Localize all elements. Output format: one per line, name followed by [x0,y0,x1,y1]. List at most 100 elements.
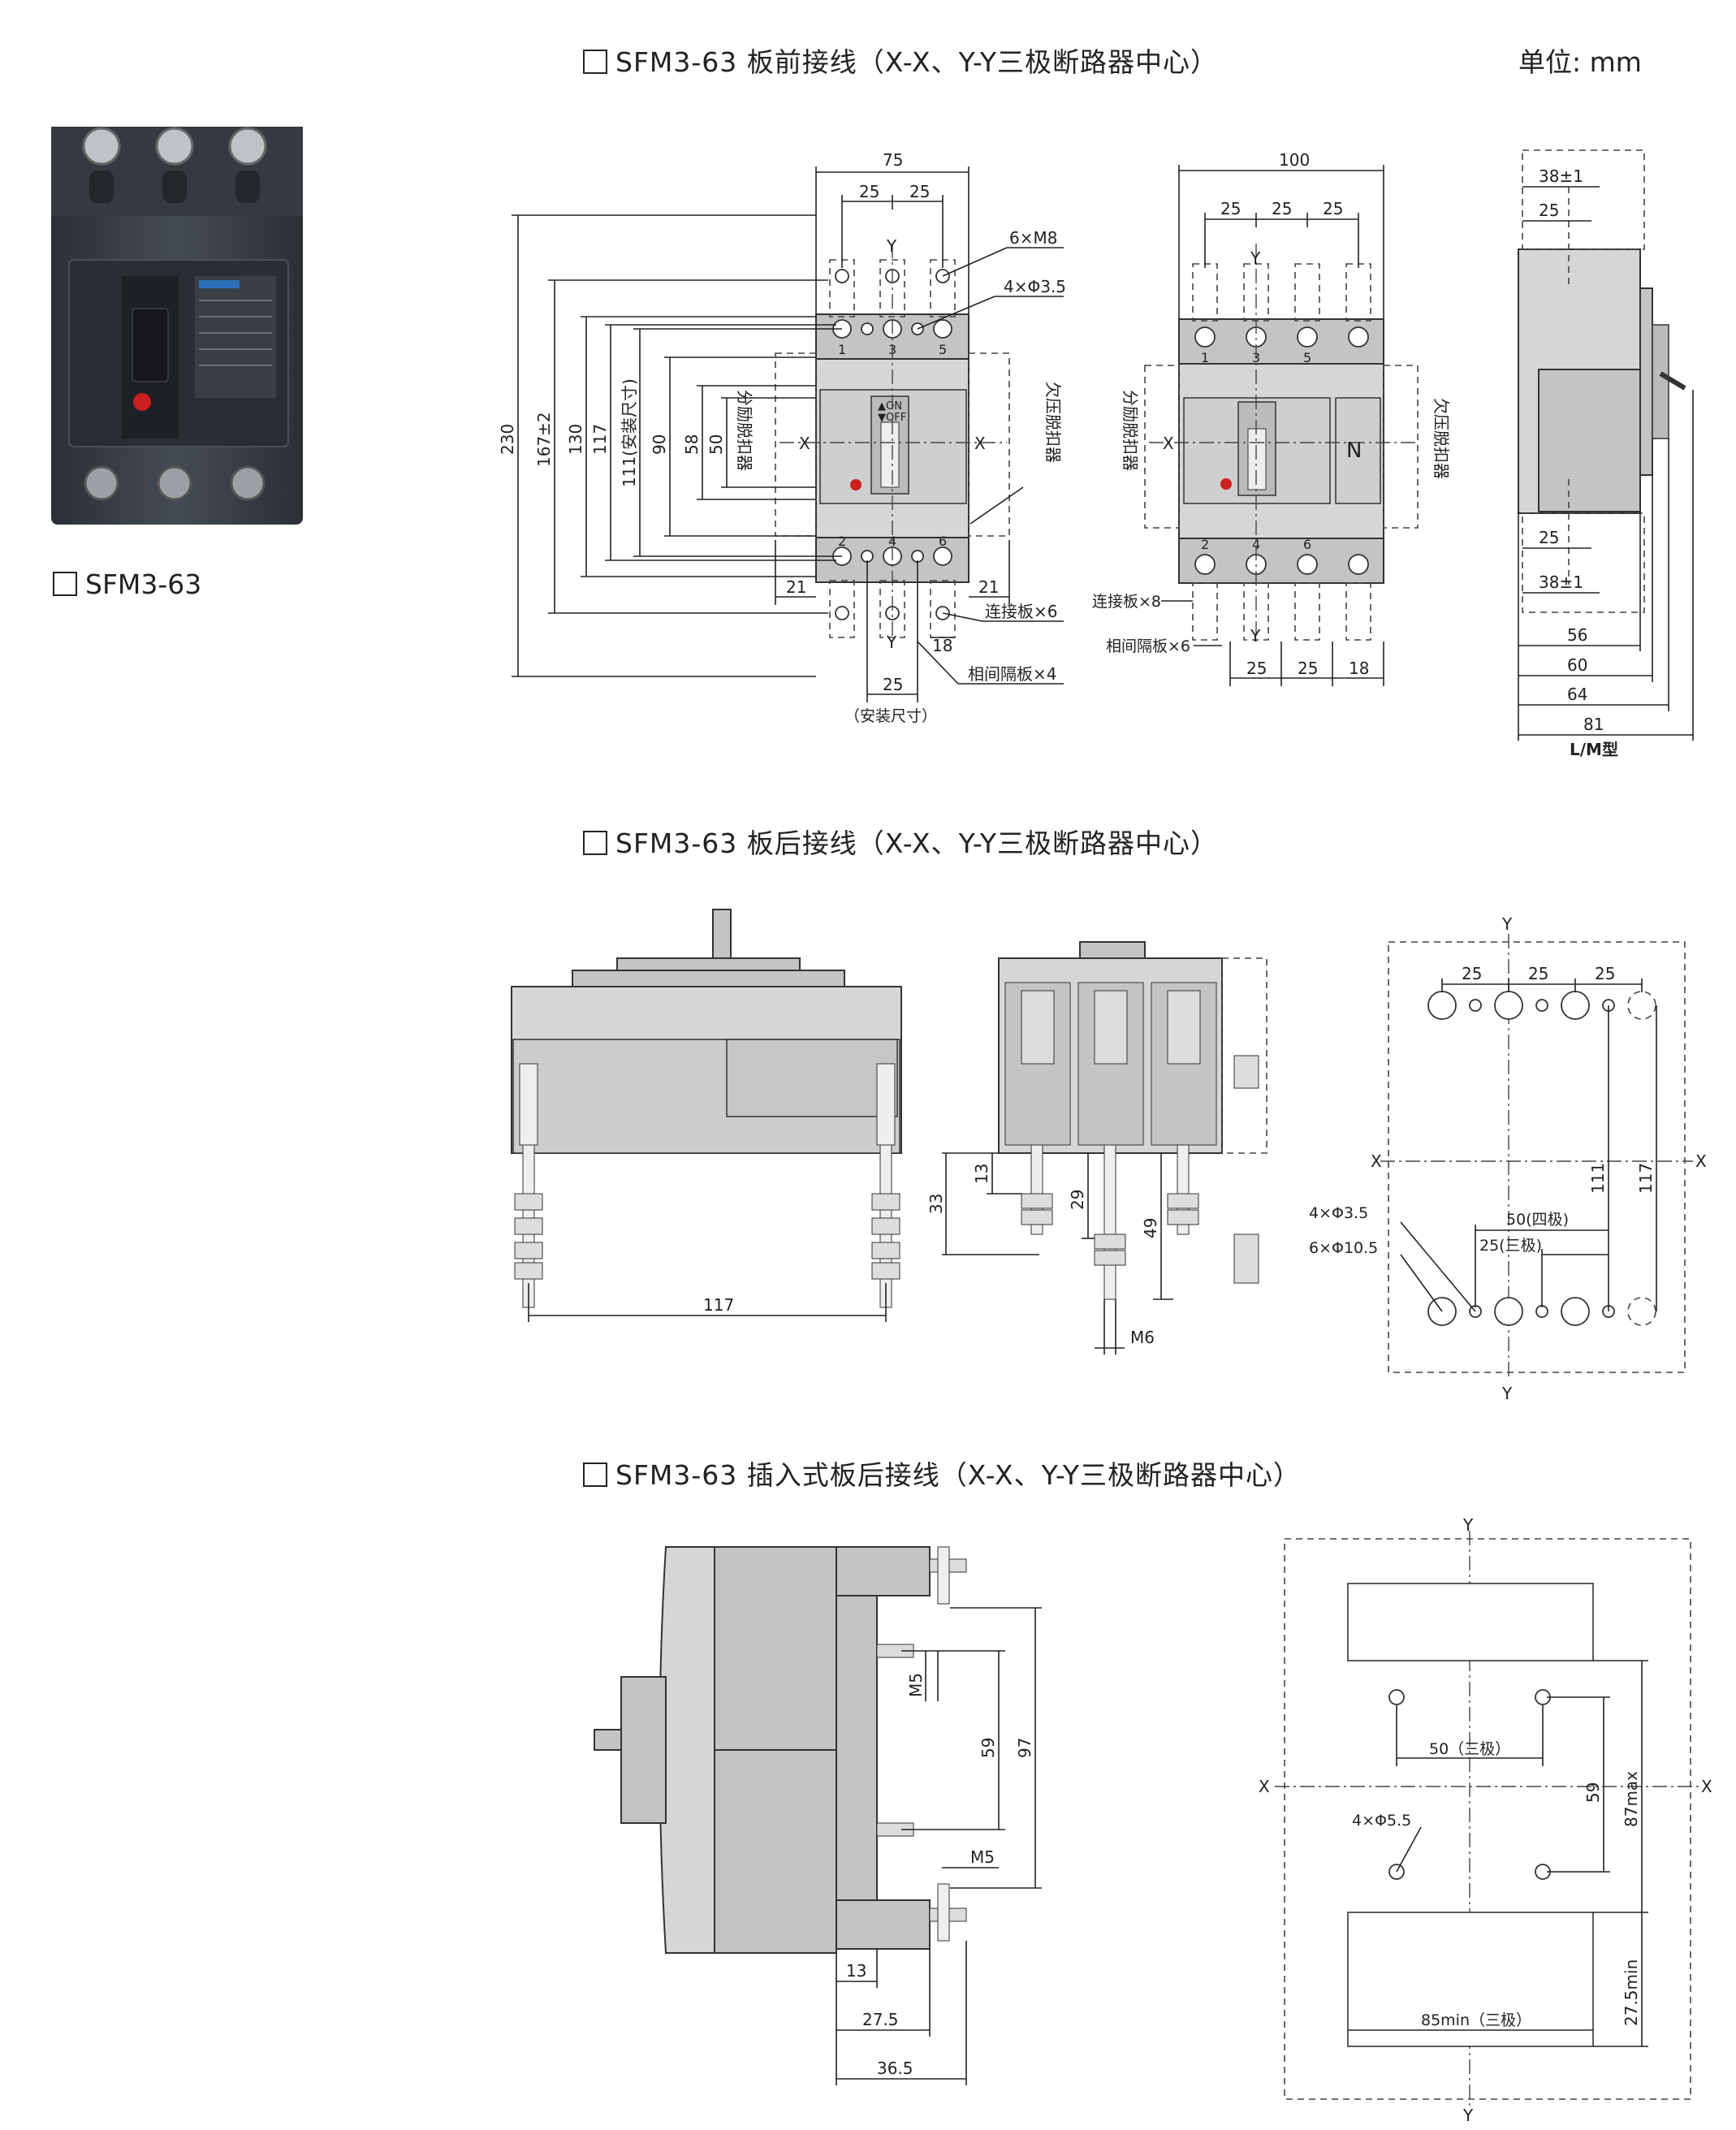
nameplate [195,276,276,398]
rear-front-dim-lines [942,1152,1173,1354]
y-axis-label-bottom: Y [1501,1384,1513,1403]
n-pole-cover [1335,397,1381,504]
section-title-rear: SFM3-63 板后接线（X-X、Y-Y三极断路器中心） [583,822,1218,861]
handle [1247,428,1267,490]
handle [712,909,732,959]
section-title-plugin-text: SFM3-63 插入式板后接线（X-X、Y-Y三极断路器中心） [615,1459,1302,1491]
y-axis-label-top: Y [1501,914,1513,934]
dim-side-bottom-2: 38±1 [1539,572,1583,592]
dim-bottom-pitch-2: 25 [1298,659,1318,678]
dim-59: 59 [978,1738,998,1758]
dim-span-50: 50（三极） [1429,1740,1510,1758]
checkbox-icon [583,50,607,74]
dim-depth-60: 60 [1567,655,1587,675]
terminal-screws [1194,326,1369,575]
product-caption-text: SFM3-63 [85,568,202,600]
dim-pitch-2: 25 [1528,964,1548,983]
svg-text:50: 50 [706,434,726,455]
dim-depth-64: 64 [1567,685,1587,704]
dim-13: 13 [846,1961,866,1981]
svg-text:2: 2 [1201,537,1209,552]
rear-studs [514,1063,900,1308]
svg-text:117: 117 [590,424,610,455]
y-axis-label-bottom: Y [1462,2106,1474,2125]
dim-depth-56: 56 [1567,625,1587,645]
rear-front-view-drawing: 33 13 29 49 M6 [926,941,1267,1354]
callout-barrier: 相间隔板×6 [1106,637,1190,655]
dim-span-three: 25(三极) [1479,1237,1542,1255]
top-terminals [82,127,267,203]
callout-holes: 4×Φ3.5 [1004,277,1066,296]
y-axis-label-bottom: Y [886,633,897,652]
callout-screw: 6×M8 [1009,228,1057,248]
under-voltage-release-label: 欠压脱扣器 [1043,382,1063,463]
dim-85min: 85min（三极） [1421,2011,1531,2029]
side-dim-lines [1518,186,1694,741]
callout-bar: 连接板×8 [1092,593,1161,611]
rear-inner [726,1039,898,1117]
dim-pitch-1: 25 [1462,964,1482,983]
front-side-view-drawing: 38±1 25 25 38±1 56 60 64 81 L/M型 [1518,149,1694,759]
dim-36-5: 36.5 [877,2059,913,2078]
dim-side-top-1: 38±1 [1539,166,1583,186]
dim-side-top-2: 25 [1539,201,1559,220]
bottom-dim-lines [775,540,1010,702]
dim-pitch-2: 25 [1272,199,1292,218]
svg-text:2: 2 [838,534,846,549]
x-axis-label-left: X [1371,1151,1382,1171]
side-bars [1522,149,1645,613]
y-axis-label-top: Y [1462,1515,1474,1535]
dim-mount: 25 [883,675,903,694]
dim-side-left: 21 [786,577,806,597]
dim-29: 29 [1068,1190,1087,1210]
rear-dim-lines [528,1283,887,1322]
svg-text:1: 1 [1201,350,1209,365]
cutout-outline [1284,1538,1691,2100]
cutout-dim-lines [1348,1660,1648,2047]
shunt-release-label: 分励脱扣器 [1121,390,1140,471]
mount-note: （安装尺寸） [844,707,937,725]
dim-span-four: 50(四极) [1506,1211,1569,1229]
svg-text:111(安装尺寸): 111(安装尺寸) [620,378,639,487]
section-title-front-text: SFM3-63 板前接线（X-X、Y-Y三极断路器中心） [615,46,1219,78]
plugin-lower-block [714,1749,837,1954]
under-voltage-release-label: 欠压脱扣器 [1432,398,1451,479]
front-three-pole-drawing: ▲ON ▼OFF 1 3 5 2 4 6 X X Y Y 75 25 25 [498,150,1066,725]
brand-strip [199,280,240,288]
dim-bottom-pitch-3: 18 [1349,659,1369,678]
callout-leaders [917,247,1064,685]
handle [880,421,900,488]
callout-barrier: 相间隔板×4 [968,664,1056,684]
cutout-bottom-window [1347,1912,1594,2047]
handle [594,1729,622,1751]
unit-label: 单位: mm [1518,46,1642,78]
x-axis-label-right: X [1695,1151,1707,1171]
dim-27-5min: 27.5min [1622,1959,1641,2026]
svg-text:90: 90 [650,434,669,455]
handle-base [1652,324,1669,439]
y-axis-label-bottom: Y [1250,626,1261,646]
dim-13: 13 [972,1164,991,1184]
dim-side-bottom-1: 25 [1539,528,1559,547]
dim-width: 75 [883,150,903,170]
dim-87max: 87max [1622,1771,1641,1827]
rear-front-top [1079,941,1146,959]
dim-111: 111 [1588,1163,1608,1194]
dim-side-right: 21 [978,577,999,597]
dim-m5-top: M5 [906,1673,926,1697]
callout-holes: 4×Φ5.5 [1352,1812,1411,1830]
svg-text:1: 1 [838,342,846,357]
svg-text:4: 4 [1252,537,1260,552]
svg-text:6: 6 [939,534,947,549]
dim-59: 59 [1583,1782,1603,1803]
callout-bar: 连接板×6 [985,602,1057,621]
n-pole-label: N [1346,439,1362,463]
type-label: L/M型 [1570,740,1618,759]
off-label: ▼OFF [878,412,906,424]
rear-cover-top [616,957,801,971]
svg-text:5: 5 [939,342,947,357]
handle [132,308,169,382]
svg-text:5: 5 [1303,350,1311,365]
dim-27-5: 27.5 [862,2010,899,2029]
dim-pitch-b: 25 [909,182,930,201]
